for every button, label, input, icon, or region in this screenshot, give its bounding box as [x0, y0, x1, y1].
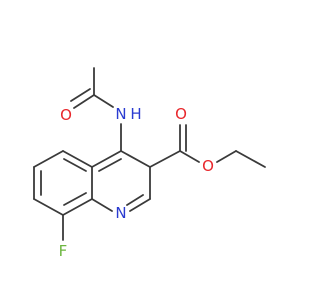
- oxygen-carbonyl-label: O: [175, 105, 187, 123]
- bond-c4a-c4-inner: [98, 158, 122, 172]
- bond-c3-ester-carbon: [149, 150, 181, 168]
- bond-carbonyl-amide-oxygen-1: [73, 94, 95, 109]
- hydrogen-amide-label: H: [130, 105, 141, 123]
- bond-carbonyl-amide-oxygen-2: [70, 88, 91, 102]
- chemical-structure-diagram: O N H O O N F: [33, 67, 266, 260]
- bond-ethyl-methyl: [235, 150, 266, 168]
- bond-carbonyl-nitrogen: [93, 94, 114, 108]
- bond-c8-c7: [33, 198, 64, 216]
- oxygen-amide-label: O: [60, 106, 72, 124]
- bond-c4-c3: [120, 150, 151, 168]
- nitrogen-ring-label: N: [115, 204, 126, 222]
- bond-c2-n1-inner: [126, 194, 144, 206]
- bond-c5-c4a-outer: [62, 150, 93, 168]
- bond-c6-c5: [33, 150, 64, 168]
- bond-c8a-c8-outer: [62, 198, 93, 216]
- bond-c4a-c4-outer: [91, 150, 122, 168]
- bond-c8a-c8-inner: [63, 192, 87, 206]
- nitrogen-amide-label: N: [115, 105, 126, 123]
- bond-c2-n1-outer: [129, 198, 151, 212]
- fluorine-label: F: [59, 242, 68, 260]
- bond-n1-c8a: [91, 198, 113, 212]
- bond-c5-c4a-inner: [63, 158, 87, 172]
- bond-ester-carbon-alkoxy-oxygen: [179, 150, 200, 163]
- bond-alkoxy-oxygen-ethyl: [216, 150, 237, 163]
- oxygen-ester-label: O: [202, 157, 214, 175]
